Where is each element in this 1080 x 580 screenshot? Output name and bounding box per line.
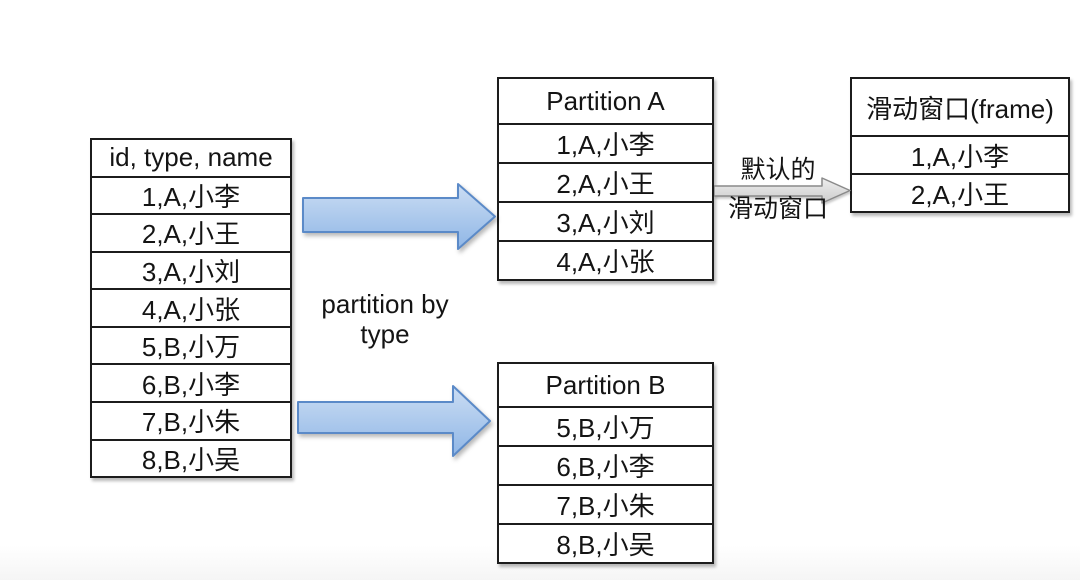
table-row: 7,B,小朱: [92, 400, 290, 439]
table-row: 1,A,小李: [499, 123, 712, 162]
partition-a-arrow-icon: [302, 183, 496, 250]
table-row: 8,B,小吴: [92, 438, 290, 477]
frame-table-header: 滑动窗口(frame): [866, 93, 1054, 124]
partition-b-table-header: Partition B: [545, 369, 666, 400]
partition-by-type-label: partition by type: [295, 289, 475, 349]
source-table-header: id, type, name: [109, 142, 273, 173]
table-row: 3,A,小刘: [499, 201, 712, 240]
table-row: 2,A,小王: [499, 162, 712, 201]
partition-a-table: Partition A 1,A,小李 2,A,小王 3,A,小刘 4,A,小张: [497, 77, 714, 281]
table-row: 5,B,小万: [92, 325, 290, 364]
partition-a-table-header: Partition A: [546, 85, 665, 116]
source-table: id, type, name 1,A,小李 2,A,小王 3,A,小刘 4,A,…: [90, 138, 292, 478]
table-row: 4,A,小张: [92, 288, 290, 326]
partition-by-type-label-line1: partition by: [321, 289, 449, 319]
partition-b-arrow-icon: [297, 385, 491, 457]
table-row: 4,A,小张: [499, 240, 712, 279]
table-row: 8,B,小吴: [499, 523, 712, 562]
table-row: 1,A,小李: [852, 135, 1068, 173]
table-row: 7,B,小朱: [499, 484, 712, 523]
default-window-label-line2: 滑动窗口: [727, 195, 828, 223]
table-row: 6,B,小李: [92, 363, 290, 401]
frame-table: 滑动窗口(frame) 1,A,小李 2,A,小王: [850, 77, 1070, 213]
table-row: 1,A,小李: [92, 175, 290, 214]
table-row: 2,A,小王: [92, 213, 290, 251]
partition-b-table: Partition B 5,B,小万 6,B,小李 7,B,小朱 8,B,小吴: [497, 362, 714, 564]
partition-by-type-label-line2: type: [360, 319, 410, 349]
table-row: 5,B,小万: [499, 406, 712, 445]
table-row: 3,A,小刘: [92, 250, 290, 289]
table-row: 6,B,小李: [499, 445, 712, 484]
default-window-label-line1: 默认的: [740, 156, 816, 184]
default-window-arrow-icon: [714, 177, 851, 204]
table-row: 2,A,小王: [852, 173, 1068, 211]
